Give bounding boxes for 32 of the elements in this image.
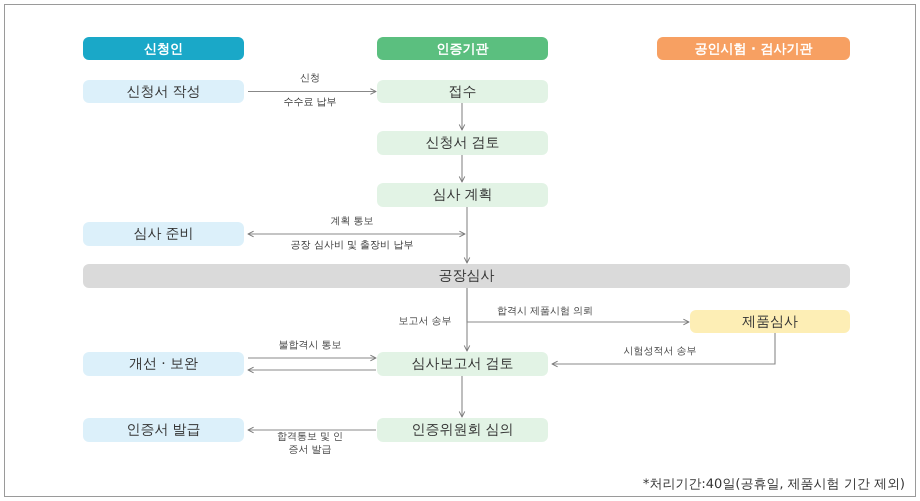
process-box: 심사 계획: [377, 183, 548, 207]
edge-label: 보고서 송부: [396, 316, 454, 328]
process-box: 접수: [377, 80, 548, 103]
process-box: 공장심사: [83, 264, 850, 288]
column-header: 공인시험 · 검사기관: [657, 37, 850, 60]
arrow: [552, 333, 776, 368]
process-box: 신청서 작성: [83, 80, 244, 103]
arrow: [458, 103, 466, 130]
arrow: [458, 155, 466, 182]
process-box: 인증위원회 심의: [377, 418, 548, 442]
arrow: [248, 354, 376, 362]
process-box: 신청서 검토: [377, 131, 548, 155]
arrow: [466, 288, 690, 326]
arrow: [464, 207, 470, 264]
edge-label: 시험성적서 송부: [621, 346, 699, 358]
footnote: *처리기간:40일(공휴일, 제품시험 기간 제외): [642, 475, 905, 493]
process-box: 심사 준비: [83, 222, 244, 246]
column-header: 인증기관: [377, 37, 548, 60]
process-box: 심사보고서 검토: [377, 352, 548, 376]
arrow: [248, 88, 376, 95]
process-box: 제품심사: [690, 310, 850, 333]
column-header: 신청인: [83, 37, 244, 60]
process-box: 개선 · 보완: [83, 352, 244, 376]
arrow: [248, 230, 466, 238]
process-box: 인증서 발급: [83, 418, 244, 442]
note-text: 수수료 납부: [283, 95, 337, 109]
arrow: [458, 376, 466, 418]
note-text: 공장 심사비 및 출장비 납부: [290, 238, 414, 252]
edge-label: 계획 통보: [328, 216, 376, 228]
arrow: [248, 426, 376, 434]
arrow: [248, 366, 376, 374]
edge-label: 불합격시 통보: [276, 340, 344, 352]
